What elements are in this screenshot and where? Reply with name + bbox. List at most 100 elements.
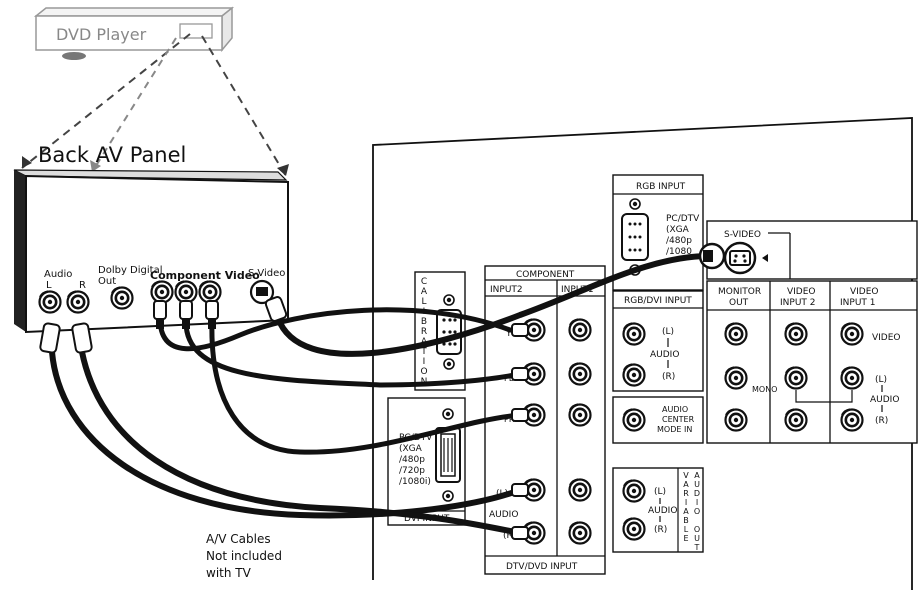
variable-letter: B — [683, 516, 689, 525]
audio-label: Audio — [44, 269, 72, 280]
svideo-label: S-Video — [248, 268, 285, 279]
svideo-jack — [249, 279, 275, 305]
video-io-block: MONITOR OUT VIDEO INPUT 2 VIDEO INPUT 1 … — [706, 280, 918, 444]
audio-l-jack — [38, 290, 62, 314]
monitor-out-audio-l-jack — [724, 366, 748, 390]
variable-r-label: (R) — [654, 525, 667, 535]
audio-out-letter: O — [694, 525, 700, 534]
input1-pr-jack — [568, 403, 592, 427]
dvi-line-3: /480p — [399, 455, 425, 465]
caption-line-3: with TV — [206, 566, 252, 580]
variable-letter: L — [684, 525, 689, 534]
audio-out-letter: U — [694, 534, 700, 543]
component-y-jack — [150, 280, 174, 304]
svideo-input-title: S-VIDEO — [724, 230, 761, 240]
audio-center-line-3: MODE IN — [657, 425, 692, 434]
dvi-line-4: /720p — [399, 466, 425, 476]
audio-out-letter: I — [696, 498, 698, 507]
variable-letter: V — [683, 471, 689, 480]
calibration-letter: R — [421, 327, 427, 337]
svideo-cable-plug-panel — [264, 296, 288, 322]
dtv-audio-label: AUDIO — [489, 510, 518, 520]
video2-audio-r-jack — [784, 408, 808, 432]
dvi-line-5: /1080i) — [399, 477, 431, 487]
component-plug-pr — [205, 300, 219, 330]
dashed-arrows — [21, 33, 289, 177]
input1-pb-jack — [568, 362, 592, 386]
component-title: COMPONENT — [516, 270, 575, 280]
audio-center-line-1: AUDIO — [662, 405, 688, 414]
rgb-line-3: /480p — [666, 236, 692, 246]
rgb-dvi-r-jack — [622, 363, 646, 387]
dolby-digital-jack — [110, 286, 134, 310]
dvd-player: DVD Player — [33, 6, 235, 60]
cables — [39, 242, 726, 540]
audio-center-line-2: CENTER — [662, 415, 695, 424]
dolby-out-label: Out — [98, 276, 116, 287]
variable-audio-l-jack — [622, 479, 646, 503]
dvd-player-label: DVD Player — [56, 25, 147, 44]
video1-video-jack — [840, 322, 864, 346]
audio-center-mode-in: AUDIO CENTER MODE IN — [612, 396, 704, 444]
dtv-input1-r-jack — [568, 521, 592, 545]
rgb-dvi-audio-label: AUDIO — [650, 350, 679, 360]
caption-line-1: A/V Cables — [206, 532, 271, 546]
audio-out-letter: U — [694, 480, 700, 489]
variable-audio-label: AUDIO — [648, 506, 677, 516]
svideo-cable-plug-tv — [698, 242, 726, 270]
dvi-line-2: (XGA — [399, 444, 423, 454]
variable-letter: E — [683, 534, 688, 543]
component-pr-jack — [198, 280, 222, 304]
right-audio-l-label: (L) — [875, 375, 887, 385]
variable-letter: A — [683, 480, 689, 489]
calibration-letter: L — [421, 297, 426, 307]
dolby-label: Dolby Digital — [98, 265, 162, 276]
video1-audio-r-jack — [840, 408, 864, 432]
variable-audio-r-jack — [622, 517, 646, 541]
video-label: VIDEO — [872, 333, 901, 343]
audio-out-letter: D — [694, 489, 700, 498]
rgb-dvi-r-label: (R) — [662, 372, 675, 382]
rgb-line-4: /1080 — [666, 247, 692, 257]
rgb-dvi-title: RGB/DVI INPUT — [624, 296, 692, 306]
dtv-r-label: (R) — [503, 531, 516, 541]
calibration-letter: T — [420, 347, 427, 357]
component-pr-label: PR — [504, 415, 515, 424]
video-input2-line-2: INPUT 2 — [780, 298, 816, 308]
caption-line-2: Not included — [206, 549, 282, 563]
svideo-input: S-VIDEO — [706, 220, 918, 280]
variable-letter: A — [683, 507, 689, 516]
variable-l-label: (L) — [654, 487, 666, 497]
rgb-dvi-audio-input: RGB/DVI INPUT (L) AUDIO (R) — [612, 290, 704, 392]
calibration-letter: I — [423, 357, 426, 367]
monitor-out-video-jack — [724, 322, 748, 346]
input1-y-jack — [568, 318, 592, 342]
calibration-letter: C — [421, 277, 427, 287]
rgb-line-2: (XGA — [666, 225, 690, 235]
component-y-label: Y — [505, 329, 512, 339]
audio-l-label: L — [46, 280, 52, 291]
audio-r-jack — [66, 290, 90, 314]
component-input-block: COMPONENT INPUT2 INPUT1 Y PB PR (L) AUDI… — [484, 265, 606, 575]
video-input2-line-1: VIDEO — [787, 287, 816, 297]
audio-out-letter: A — [694, 471, 700, 480]
audio-out-letter: O — [694, 507, 700, 516]
audio-center-jack — [622, 408, 646, 432]
rgb-line-1: PC/DTV — [666, 214, 700, 224]
video2-video-jack — [784, 322, 808, 346]
right-audio-r-label: (R) — [875, 416, 888, 426]
rgb-input-title: RGB INPUT — [636, 182, 686, 192]
rgb-dvi-l-jack — [622, 322, 646, 346]
component-plugs-tv — [511, 323, 529, 422]
audio-out-letter: T — [694, 543, 700, 552]
caption: A/V Cables Not included with TV — [206, 532, 282, 580]
right-audio-label: AUDIO — [870, 395, 899, 405]
back-av-panel: Back AV Panel Audio L R Dolby Digital Ou… — [13, 143, 289, 334]
monitor-out-line-1: MONITOR — [718, 287, 761, 297]
video2-audio-l-jack — [784, 366, 808, 390]
calibration-letter: B — [421, 317, 427, 327]
monitor-out-line-2: OUT — [729, 298, 749, 308]
